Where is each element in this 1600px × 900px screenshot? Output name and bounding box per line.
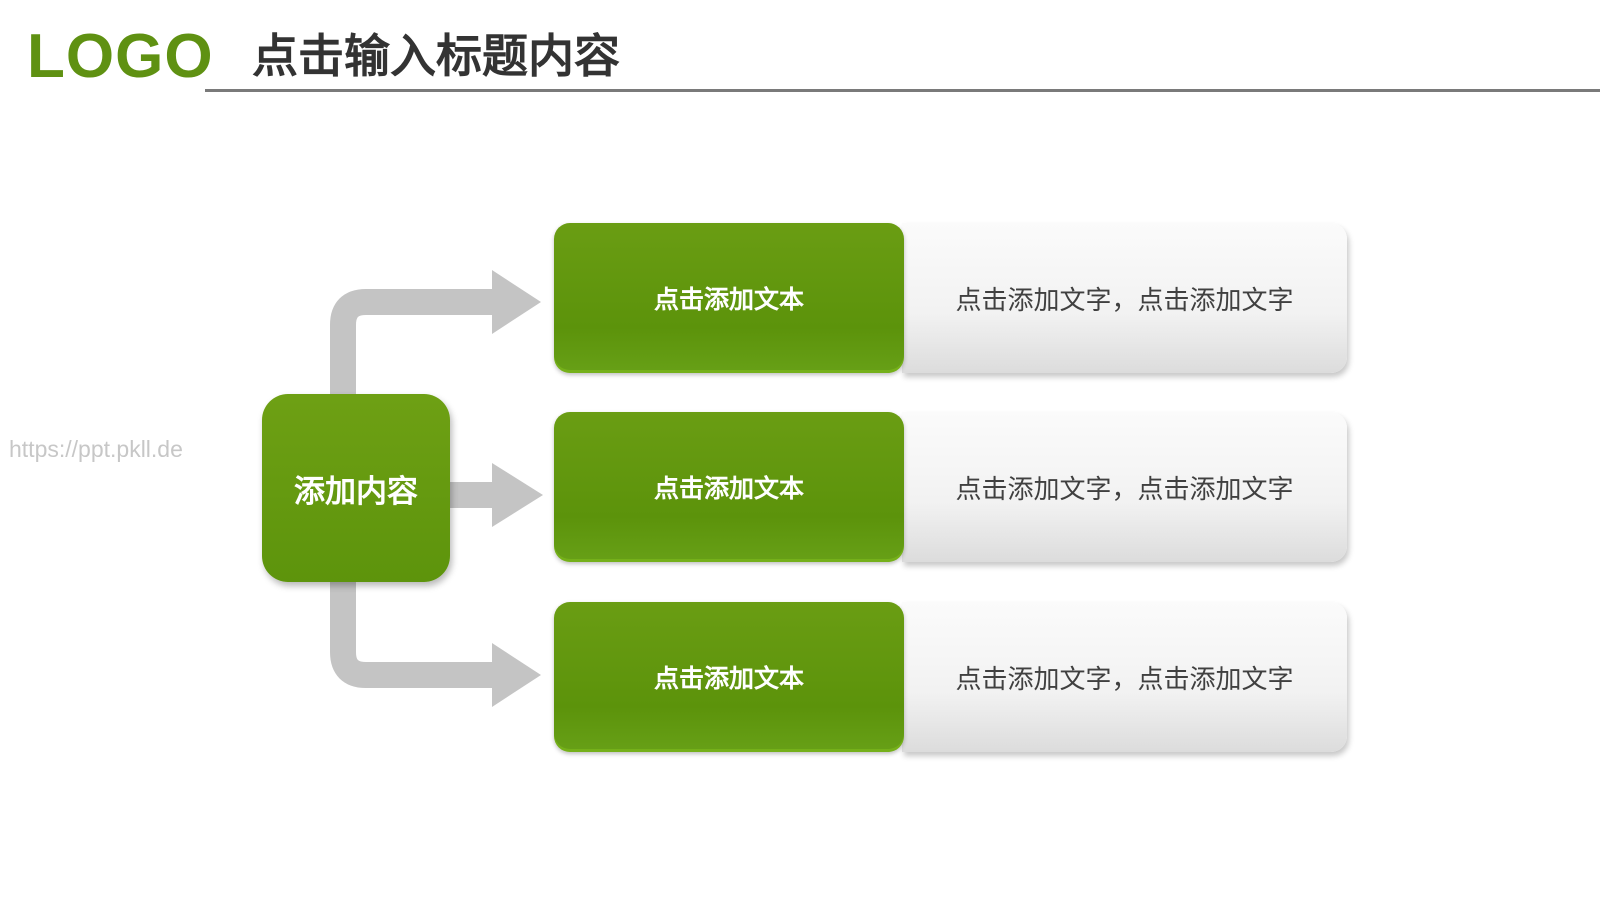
branch-1-text[interactable]: 点击添加文字，点击添加文字 (902, 223, 1347, 373)
branch-3-text[interactable]: 点击添加文字，点击添加文字 (902, 602, 1347, 752)
arrowhead-bottom (492, 643, 541, 707)
branch-3-label[interactable]: 点击添加文本 (554, 602, 904, 752)
branch-2-label[interactable]: 点击添加文本 (554, 412, 904, 562)
arrowhead-middle (492, 463, 543, 527)
arrowhead-top (492, 270, 541, 334)
source-node[interactable]: 添加内容 (262, 394, 450, 582)
connector-bottom (330, 582, 497, 688)
title-divider (205, 89, 1600, 92)
page-title[interactable]: 点击输入标题内容 (252, 29, 620, 83)
branch-1-label[interactable]: 点击添加文本 (554, 223, 904, 373)
connector-top (330, 289, 497, 396)
branch-2-text[interactable]: 点击添加文字，点击添加文字 (902, 412, 1347, 562)
logo: LOGO (27, 22, 214, 91)
watermark: https://ppt.pkll.de (9, 436, 183, 462)
